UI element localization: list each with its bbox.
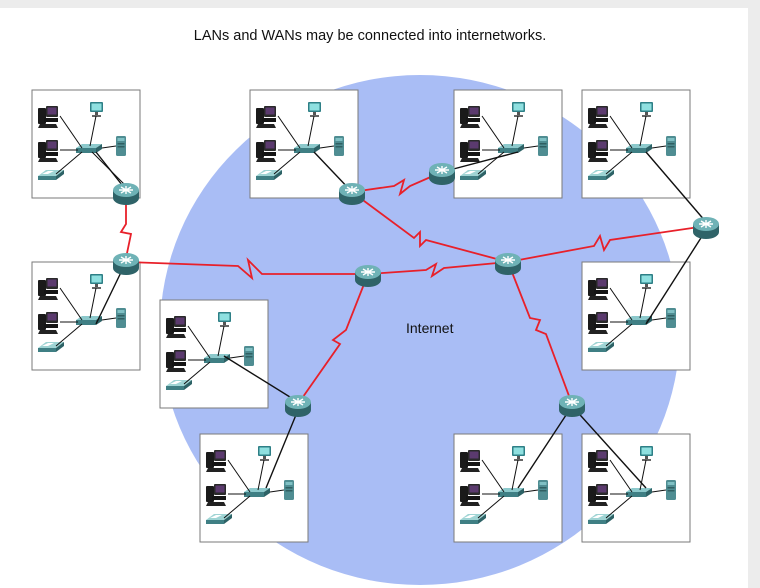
lan-inner-left bbox=[159, 299, 269, 409]
router-icon bbox=[354, 264, 382, 288]
wan-links bbox=[119, 171, 707, 405]
router-icon bbox=[112, 252, 140, 276]
router-icon bbox=[692, 216, 720, 240]
router-icon bbox=[112, 182, 140, 206]
diagram-title: LANs and WANs may be connected into inte… bbox=[193, 28, 547, 44]
router-icon bbox=[284, 394, 312, 418]
lan-mid-left bbox=[31, 261, 141, 371]
router-icon bbox=[338, 182, 366, 206]
lan-top-left bbox=[31, 89, 141, 199]
lan-bottom-right bbox=[581, 433, 691, 543]
lan-mid-right bbox=[581, 261, 691, 371]
lan-bottom-left bbox=[199, 433, 309, 543]
lan-bottom-center-right bbox=[453, 433, 563, 543]
lan-top-center-right bbox=[453, 89, 563, 199]
internet-label: Internet bbox=[406, 320, 454, 336]
router-icon bbox=[558, 394, 586, 418]
router-icon bbox=[428, 162, 456, 186]
lan-top-right bbox=[581, 89, 691, 199]
router-icon bbox=[494, 252, 522, 276]
